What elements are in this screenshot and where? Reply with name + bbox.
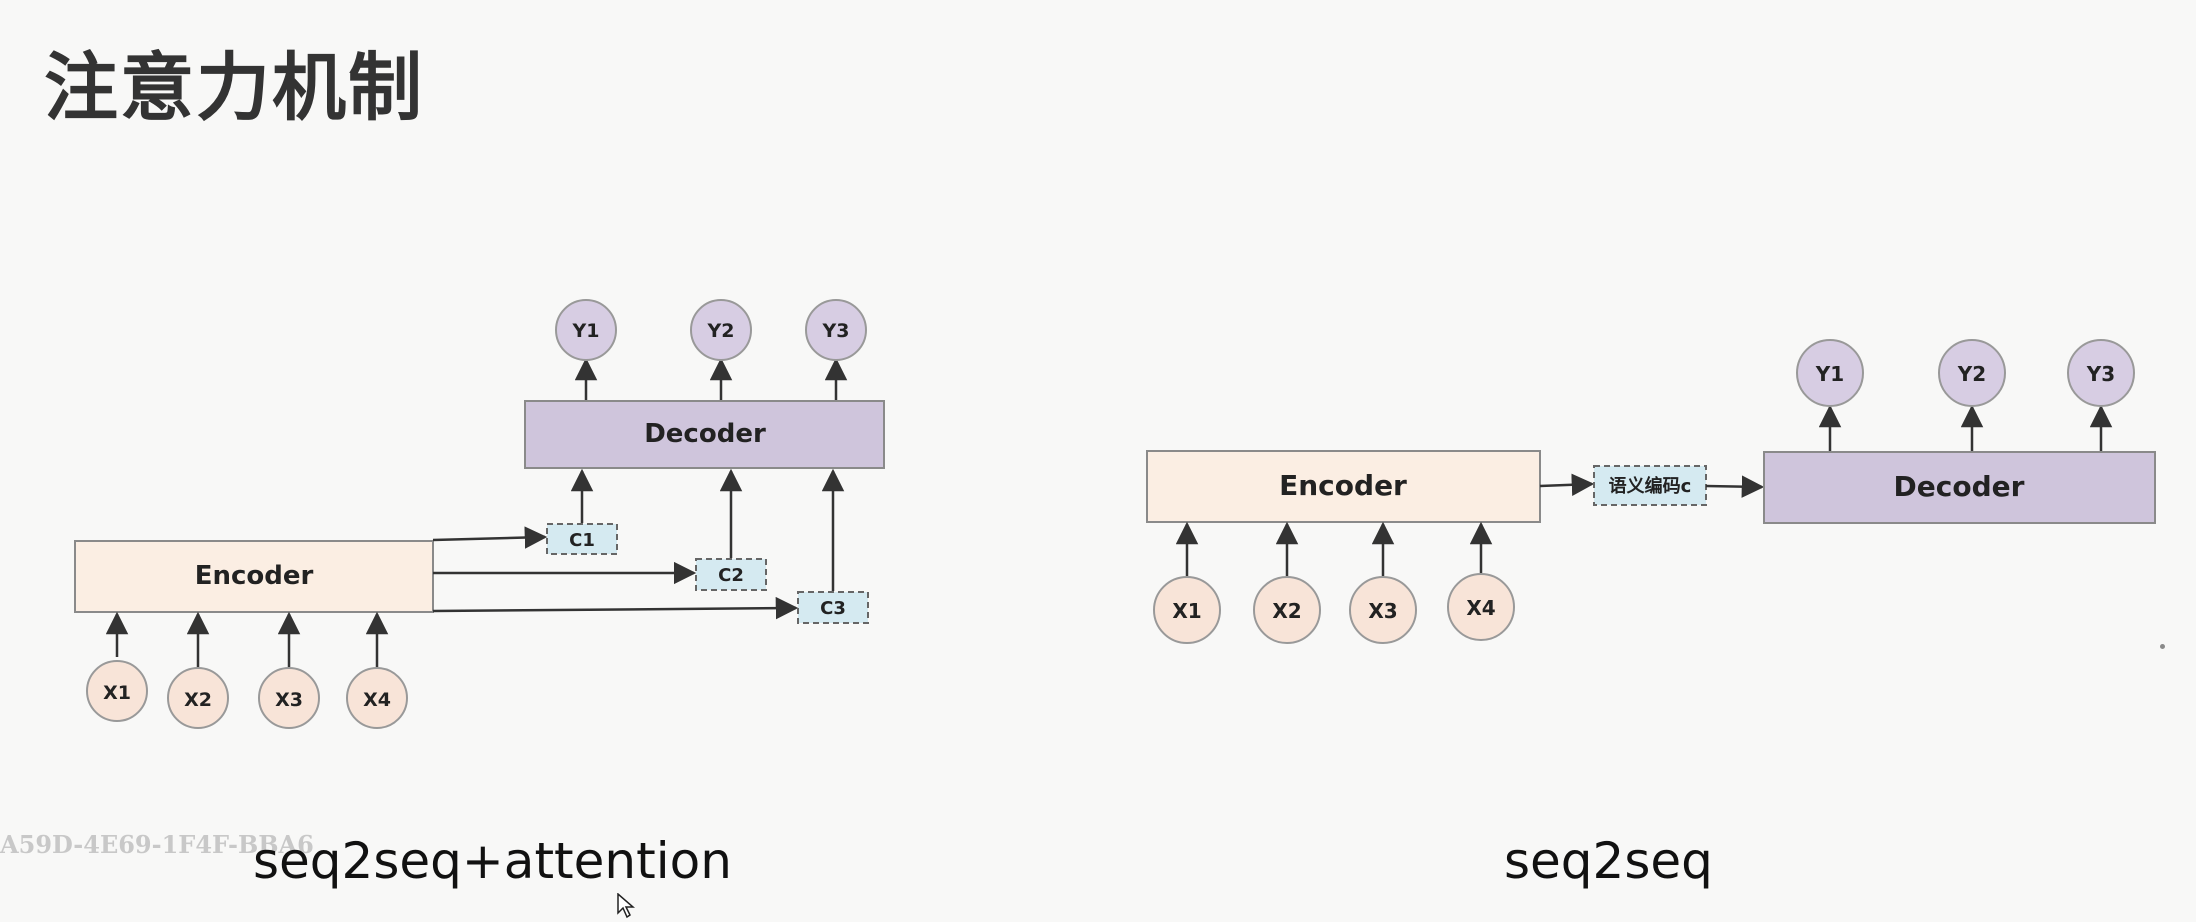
left-input-node-4 — [346, 667, 408, 729]
watermark: A59D-4E69-1F4F-BBA6 — [0, 830, 314, 859]
left-encoder-box — [74, 540, 434, 613]
mouse-cursor-icon — [617, 893, 635, 919]
page-title: 注意力机制 — [44, 45, 424, 131]
left-input-label-4: X4 — [363, 689, 391, 711]
left-context-box-c2 — [695, 558, 767, 591]
left-output-label-2: Y2 — [707, 320, 735, 342]
left-caption: seq2seq+attention — [253, 832, 732, 890]
left-encoder-label: Encoder — [195, 561, 314, 591]
right-context-box — [1593, 465, 1707, 506]
right-output-node-2 — [1938, 339, 2006, 407]
left-input-node-1 — [86, 660, 148, 722]
left-output-node-3 — [805, 299, 867, 361]
right-decoder-label: Decoder — [1894, 470, 2025, 503]
right-arrow-ctx-dec — [1705, 475, 1765, 498]
left-context-box-c1 — [546, 523, 618, 555]
right-input-label-2: X2 — [1272, 599, 1301, 623]
left-input-node-3 — [258, 667, 320, 729]
right-arrow-enc-ctx — [1539, 473, 1595, 497]
right-output-label-3: Y3 — [2086, 362, 2115, 386]
right-input-label-4: X4 — [1466, 596, 1495, 620]
left-decoder-box — [524, 400, 885, 469]
left-context-label-c3: C3 — [820, 598, 846, 619]
left-input-label-3: X3 — [275, 689, 303, 711]
right-context-label: 语义编码c — [1609, 475, 1692, 497]
left-output-node-1 — [555, 299, 617, 361]
right-output-node-1 — [1796, 339, 1864, 407]
right-input-node-3 — [1349, 576, 1417, 644]
left-output-label-1: Y1 — [572, 320, 600, 342]
right-encoder-box — [1146, 450, 1541, 523]
right-diagram: Encoder 语义编码c Decoder X1 X2 X3 X4 Y1 Y2 — [1146, 339, 2156, 644]
right-input-label-1: X1 — [1172, 599, 1201, 623]
left-context-label-c1: C1 — [569, 530, 595, 551]
left-input-label-1: X1 — [103, 682, 131, 704]
right-input-node-2 — [1253, 576, 1321, 644]
right-input-node-4 — [1447, 573, 1515, 641]
left-context-label-c2: C2 — [718, 565, 744, 586]
left-output-label-3: Y3 — [822, 320, 850, 342]
left-arrow-enc-c1 — [432, 526, 548, 549]
left-output-node-2 — [690, 299, 752, 361]
left-context-box-c3 — [797, 591, 869, 624]
right-input-label-3: X3 — [1368, 599, 1397, 623]
right-caption: seq2seq — [1504, 832, 1713, 890]
right-output-node-3 — [2067, 339, 2135, 407]
right-input-node-1 — [1153, 576, 1221, 644]
right-encoder-label: Encoder — [1279, 469, 1407, 502]
stray-dot — [2160, 644, 2165, 649]
left-diagram: Encoder Decoder X1 X2 X3 X4 C1 C2 C3 — [74, 299, 885, 729]
left-input-node-2 — [167, 667, 229, 729]
right-output-label-1: Y1 — [1815, 362, 1844, 386]
right-decoder-box — [1763, 451, 2156, 524]
right-output-label-2: Y2 — [1957, 362, 1986, 386]
left-arrow-enc-c3 — [432, 596, 799, 620]
left-input-label-2: X2 — [184, 689, 212, 711]
left-decoder-label: Decoder — [644, 419, 766, 449]
